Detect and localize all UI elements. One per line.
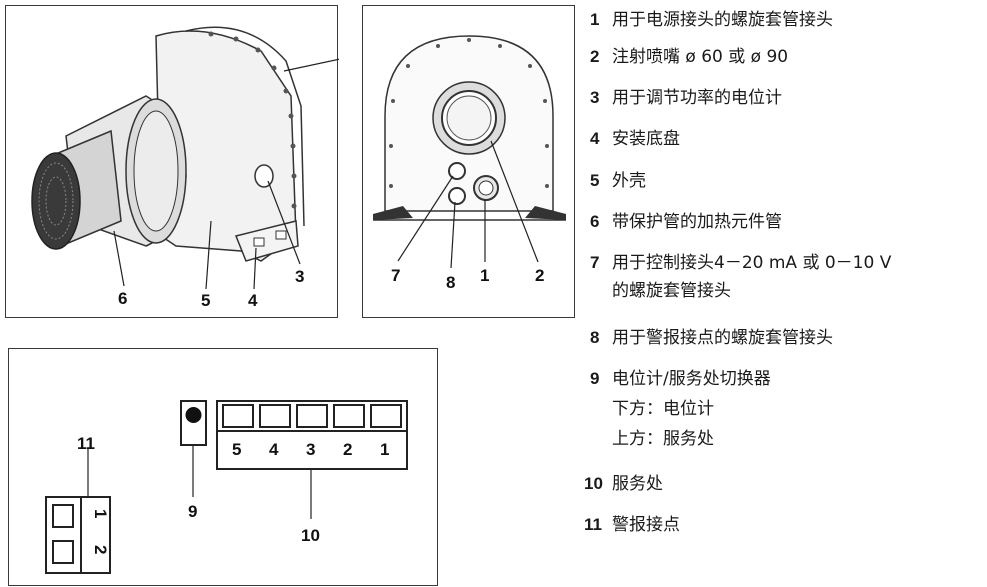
callout-2: 2 — [535, 266, 544, 285]
callout-3: 3 — [295, 267, 304, 286]
grille-face — [31, 152, 81, 250]
front-illustration: 7 8 1 2 — [373, 35, 566, 292]
terminal-label-3: 3 — [306, 440, 315, 459]
heater-front-view-panel: 7 8 1 2 — [362, 5, 575, 318]
callout-7: 7 — [391, 266, 400, 285]
callout-1: 1 — [480, 266, 489, 285]
terminal-label-4: 4 — [269, 440, 279, 459]
callout-9: 9 — [188, 502, 197, 521]
callout-4: 4 — [248, 291, 258, 310]
terminal-label-1: 1 — [380, 440, 389, 459]
housing-bolts — [208, 31, 297, 209]
legend-item-9-sub-lower: 下方：电位计 — [612, 399, 714, 419]
terminal-label-2: 2 — [343, 440, 352, 459]
terminal-board-panel: 1 2 11 9 5 4 3 2 1 10 — [8, 348, 438, 586]
callout-8: 8 — [446, 273, 455, 292]
callout-5: 5 — [201, 291, 210, 310]
heater-illustration: 6 5 4 3 — [31, 26, 339, 310]
alarm-label-2: 2 — [91, 545, 110, 554]
terminal-label-5: 5 — [232, 440, 241, 459]
board-illustration: 1 2 11 9 5 4 3 2 1 10 — [45, 400, 408, 574]
gland-8 — [448, 187, 466, 205]
legend-item-9-sub-upper: 上方：服务处 — [612, 429, 714, 449]
gland-7 — [448, 162, 466, 180]
heater-side-view-panel: 6 5 4 3 — [5, 5, 339, 318]
legend-item-7-continuation: 的螺旋套管接头 — [612, 281, 731, 301]
callout-10: 10 — [301, 526, 320, 545]
potentiometer-knob — [254, 164, 274, 188]
alarm-label-1: 1 — [91, 509, 110, 518]
callout-6: 6 — [118, 289, 127, 308]
callout-11: 11 — [77, 434, 95, 453]
